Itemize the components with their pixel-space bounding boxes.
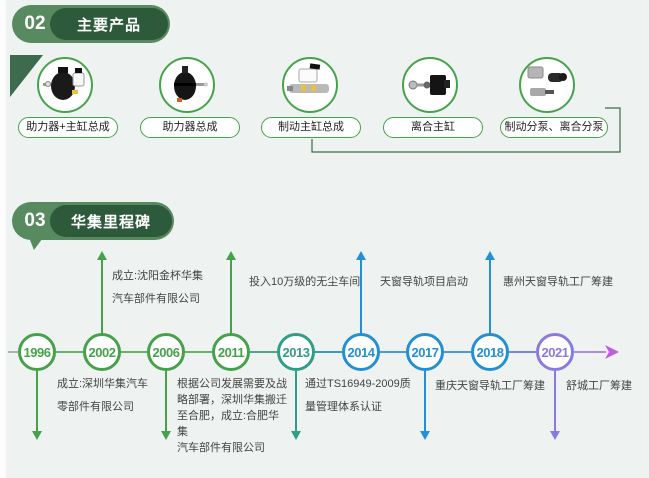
brake-master-cylinder-image (287, 63, 329, 93)
product-photo-frame (37, 57, 93, 113)
up-arrow-icon (226, 251, 236, 334)
milestone-timeline: 1996 成立:深圳华集汽车 零部件有限公司 2002 成立:沈阳金杯华集 汽车… (0, 240, 649, 478)
timeline-section-header: 03 华集里程碑 (12, 202, 174, 250)
slave-cylinders-image (527, 66, 567, 96)
left-edge-strip (0, 0, 6, 478)
product-label: 制动主缸总成 (261, 117, 361, 138)
timeline-year[interactable]: 2021 (536, 333, 574, 371)
up-arrow-icon (356, 251, 366, 334)
product-photo-frame (282, 57, 338, 113)
timeline-year[interactable]: 2002 (83, 333, 121, 371)
product-label: 离合主缸 (383, 117, 483, 138)
brake-booster-with-master-cylinder-image (43, 67, 85, 100)
milestone-text: 投入10万级的无尘车间 (249, 276, 361, 288)
timeline-year[interactable]: 2013 (277, 333, 315, 371)
timeline-year[interactable]: 2018 (471, 333, 509, 371)
milestone-text: 通过TS16949-2009质 量管理体系认证 (305, 378, 411, 413)
milestone-text: 重庆天窗导轨工厂筹建 (435, 380, 545, 392)
down-arrow-icon (32, 371, 42, 440)
product-label: 助力器+主缸总成 (18, 117, 118, 138)
milestone-text: 舒城工厂筹建 (566, 380, 632, 392)
brake-booster-image (174, 66, 208, 102)
product-photo-frame (519, 57, 575, 113)
product-label: 助力器总成 (140, 117, 240, 138)
timeline-year[interactable]: 1996 (18, 333, 56, 371)
down-arrow-icon (420, 371, 430, 440)
milestone-text: 成立:深圳华集汽车 零部件有限公司 (57, 378, 149, 413)
down-arrow-icon (550, 371, 560, 440)
product-photo-frame (402, 57, 458, 113)
timeline-year[interactable]: 2006 (147, 333, 185, 371)
product-label: 制动分泵、离合分泵 (500, 117, 608, 138)
timeline-year[interactable]: 2011 (212, 333, 250, 371)
up-arrow-icon (97, 251, 107, 334)
timeline-year[interactable]: 2014 (342, 333, 380, 371)
products-section-header: 02 主要产品 (12, 5, 170, 43)
timeline-year[interactable]: 2017 (406, 333, 444, 371)
milestone-text: 根据公司发展需要及战 略部署，深圳华集搬迁 至合肥，成立:合肥华集 汽车部件有限… (177, 378, 287, 454)
milestone-text: 天窗导轨项目启动 (380, 276, 468, 288)
milestone-text: 惠州天窗导轨工厂筹建 (503, 276, 613, 288)
product-photo-frame (159, 57, 215, 113)
section-number: 02 (24, 13, 46, 34)
milestone-text: 成立:沈阳金杯华集 汽车部件有限公司 (112, 270, 204, 305)
down-arrow-icon (291, 371, 301, 440)
clutch-master-cylinder-image (408, 75, 450, 95)
section-title: 华集里程碑 (50, 205, 172, 237)
up-arrow-icon (485, 251, 495, 334)
section-title: 主要产品 (50, 8, 168, 40)
down-arrow-icon (161, 371, 171, 440)
section-number: 03 (24, 210, 46, 231)
